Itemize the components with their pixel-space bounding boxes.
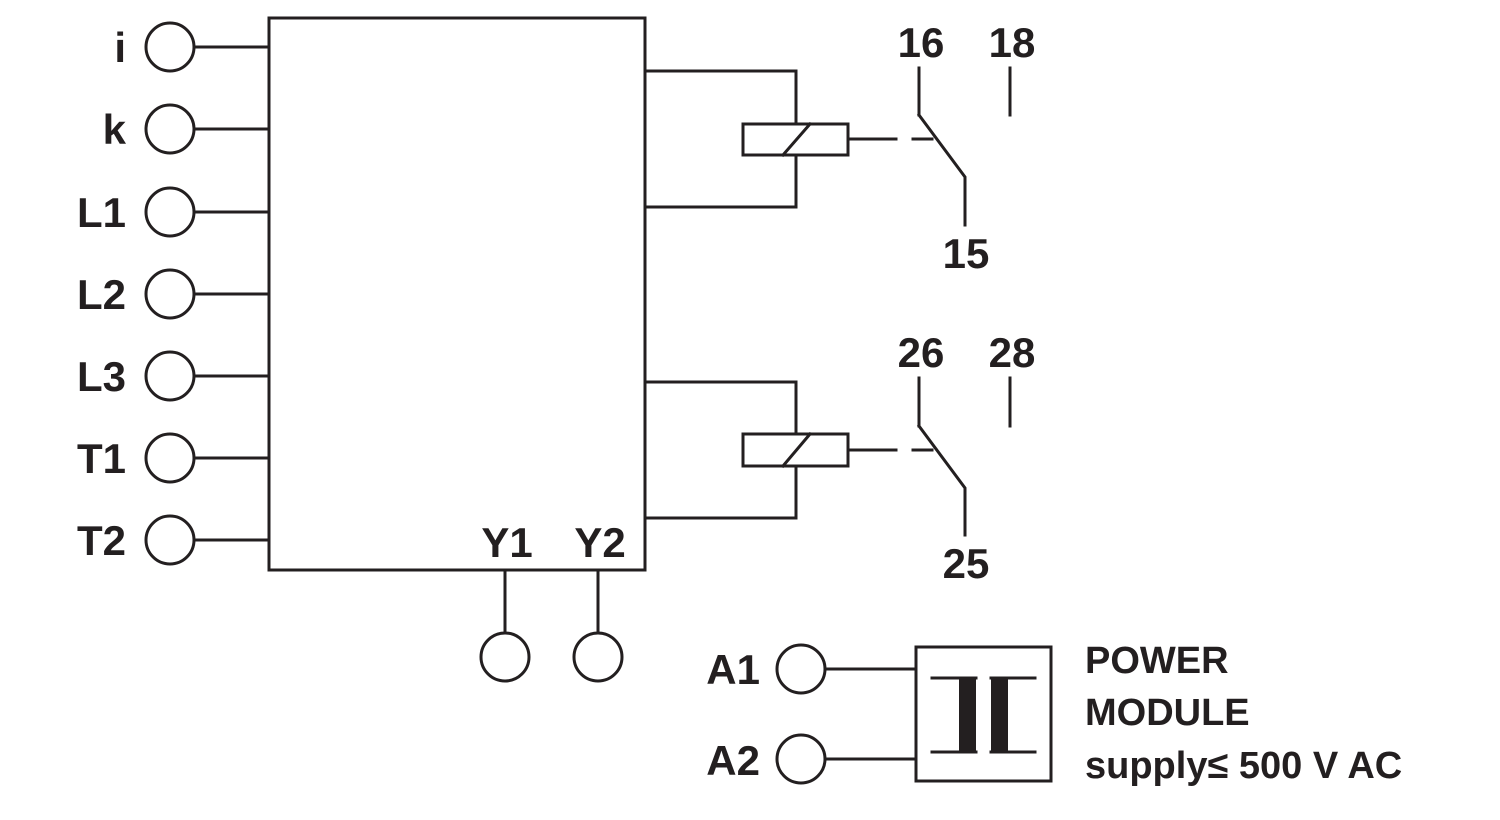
- terminal-circle: [144, 514, 196, 566]
- terminal-circle: [144, 103, 196, 155]
- input-label: T1: [77, 435, 126, 482]
- input-terminal-l2: L2: [77, 268, 271, 320]
- terminal-circle: [775, 733, 827, 785]
- input-label: T2: [77, 517, 126, 564]
- relay-2: 26 28 25: [643, 329, 1036, 587]
- power-module: A1 A2 POWER MODULE supply≤ 500 V AC: [706, 640, 1402, 787]
- main-function-block: [267, 16, 647, 572]
- terminal-circle: [144, 432, 196, 484]
- input-label: L1: [77, 189, 126, 236]
- terminal-label-no: 18: [989, 19, 1036, 66]
- input-label: L2: [77, 271, 126, 318]
- control-terminal-y1: Y1: [479, 519, 533, 683]
- relay-coil-slash: [780, 121, 813, 158]
- input-label: L3: [77, 353, 126, 400]
- relay-coil-wiring: [643, 464, 798, 520]
- supply-label-a1: A1: [706, 646, 760, 693]
- terminal-circle: [775, 643, 827, 695]
- terminal-circle: [479, 631, 531, 683]
- power-module-title-line1: POWER: [1085, 640, 1229, 682]
- input-label: k: [103, 106, 127, 153]
- terminal-circle: [144, 186, 196, 238]
- input-terminal-t2: T2: [77, 514, 271, 566]
- terminal-label-common: 25: [943, 540, 990, 587]
- control-terminal-y2: Y2: [572, 519, 626, 683]
- input-terminal-l3: L3: [77, 350, 271, 402]
- input-terminal-i: i: [114, 21, 271, 73]
- terminal-circle: [144, 21, 196, 73]
- terminal-circle: [144, 350, 196, 402]
- input-label: i: [114, 24, 126, 71]
- power-module-supply-rating: supply≤ 500 V AC: [1085, 745, 1402, 787]
- terminal-circle: [144, 268, 196, 320]
- terminal-label-common: 15: [943, 230, 990, 277]
- supply-label-a2: A2: [706, 737, 760, 784]
- input-terminal-k: k: [103, 103, 271, 155]
- terminal-label-no: 28: [989, 329, 1036, 376]
- control-label: Y2: [574, 519, 625, 566]
- terminal-circle: [572, 631, 624, 683]
- terminal-label-nc: 26: [898, 329, 945, 376]
- relay-coil-wiring: [643, 69, 798, 126]
- power-module-box: [914, 645, 1053, 783]
- relay-coil-wiring: [643, 380, 798, 436]
- power-module-title-line2: MODULE: [1085, 692, 1250, 734]
- transformer-icon: [930, 676, 1037, 754]
- relay-coil-wiring: [643, 153, 798, 209]
- input-terminal-t1: T1: [77, 432, 271, 484]
- control-label: Y1: [481, 519, 532, 566]
- relay-coil-slash: [780, 431, 813, 469]
- changeover-contact: [916, 423, 967, 537]
- terminal-label-nc: 16: [898, 19, 945, 66]
- relay-1: 16 18 15: [643, 19, 1036, 277]
- changeover-contact: [916, 112, 967, 227]
- input-terminal-l1: L1: [77, 186, 271, 238]
